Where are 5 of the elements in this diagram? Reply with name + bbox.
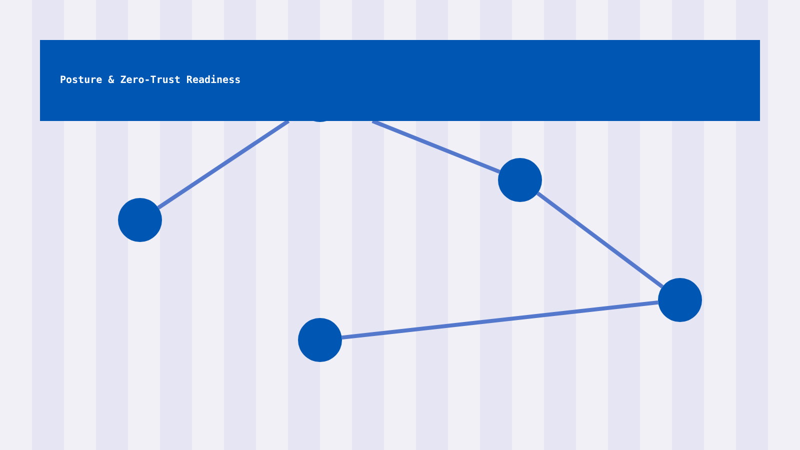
connector-line (536, 192, 664, 288)
connector-line (157, 119, 290, 210)
connector-line (372, 119, 500, 174)
title: Posture & Zero-Trust Readiness (60, 74, 241, 88)
connector-line (342, 300, 658, 340)
